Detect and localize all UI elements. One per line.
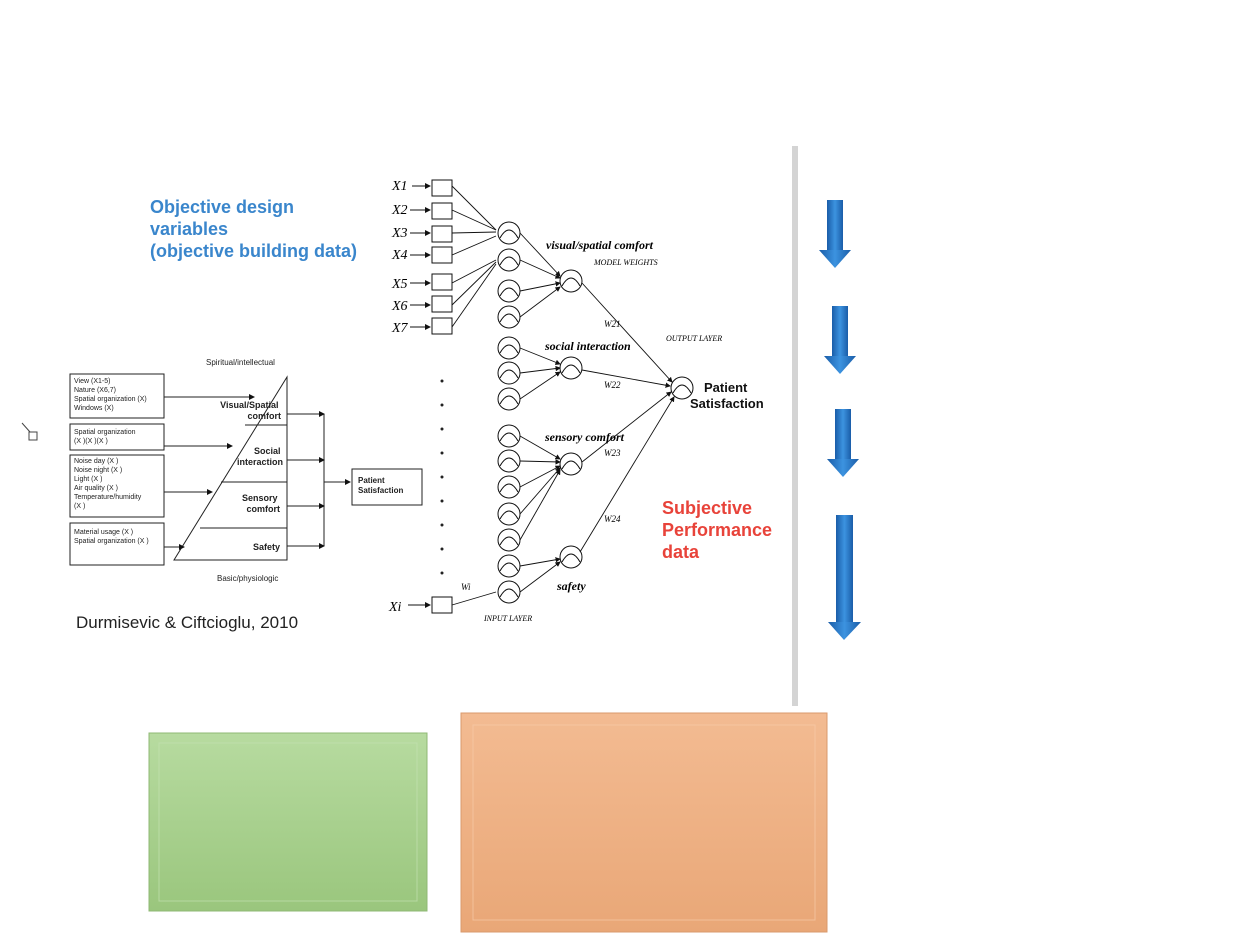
network-inputs: X1 X2 X3 X4 X5 X6 X7 Xi [388,179,453,615]
label-input-layer: INPUT LAYER [483,614,532,623]
svg-text:Material usage (X ) Spat: Material usage (X ) Spatial organization… [74,529,149,545]
green-box [148,732,428,912]
citation: Durmisevic & Ciftcioglu, 2010 [76,613,298,632]
weight-w24: W24 [604,514,621,524]
svg-text:X5: X5 [391,277,408,292]
vertical-separator [792,146,798,706]
down-arrow-icon [824,306,856,374]
weight-w22: W22 [604,380,621,390]
svg-text:Spatial organization (X: Spatial organization (X )(X )(X ) [74,429,137,445]
svg-text:Noise day (X ) Noise nig: Noise day (X ) Noise night (X ) Light (X… [74,458,143,510]
level-visual: Visual/Spatial comfort [220,400,281,421]
weight-w23: W23 [604,448,621,458]
weight-wi: Wi [461,582,471,592]
shape-handle-icon [21,422,38,441]
label-output-layer: OUTPUT LAYER [666,334,722,343]
level-safety: Safety [253,542,280,552]
pyramid-input-box-4 [69,522,165,566]
pyramid-diagram: Spiritual/intellectual Basic/physiologic… [69,358,423,583]
objective-title: Objective design variables (objective bu… [150,197,357,261]
level-sensory: Sensory comfort [242,493,280,514]
pyramid-top-label: Spiritual/intellectual [206,358,275,367]
label-safety: safety [556,579,586,593]
hidden-neurons [497,221,694,604]
network-output-label: Patient Satisfaction [690,380,764,411]
subjective-title: Subjective Performance data [662,498,777,562]
pyramid-input-box-2 [69,423,165,451]
pyramid-bottom-label: Basic/physiologic [217,574,278,583]
svg-text:X2: X2 [391,203,408,218]
svg-text:Xi: Xi [388,600,402,615]
svg-text:Patient Satisfaction: Patient Satisfaction [358,476,403,495]
label-visual-spatial: visual/spatial comfort [546,238,654,252]
weight-w21: W21 [604,319,621,329]
level-social: Social interaction [237,446,283,467]
pyramid-output-box [351,468,423,506]
pyramid-input-box-1 [69,373,165,419]
down-arrow-icon [819,200,851,268]
label-model-weights: MODEL WEIGHTS [593,258,658,267]
down-arrow-icon [828,515,861,640]
svg-text:X7: X7 [391,321,409,336]
down-arrow-icon [827,409,859,477]
svg-text:X6: X6 [391,299,408,314]
pyramid-input-box-3 [69,454,165,518]
svg-text:View (X1-5) Nature (X6,7: View (X1-5) Nature (X6,7) Spatial organi… [74,378,149,412]
orange-box [460,712,828,933]
pyramid-triangle [173,375,288,561]
svg-text:X3: X3 [391,226,408,241]
label-sensory-comfort: sensory comfort [544,430,625,444]
svg-text:X1: X1 [391,179,408,194]
network-diagram: X1 X2 X3 X4 X5 X6 X7 Xi [388,179,764,623]
svg-text:X4: X4 [391,248,408,263]
label-social-interaction: social interaction [544,339,631,353]
